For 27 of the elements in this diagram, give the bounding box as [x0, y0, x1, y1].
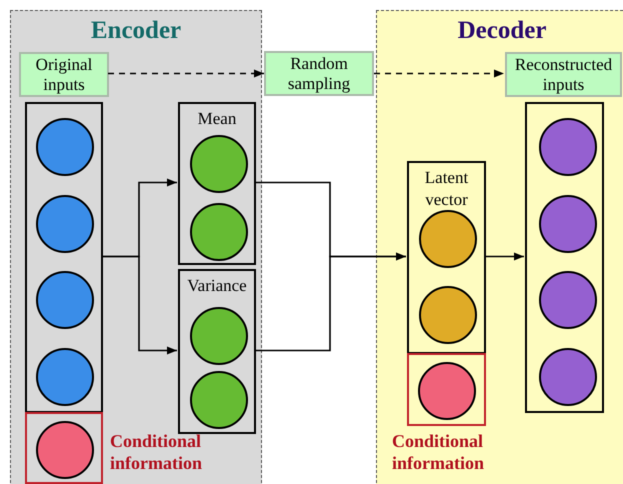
layer-box	[25, 102, 103, 413]
label-box	[19, 52, 109, 97]
box-label: Mean	[198, 108, 236, 130]
box-label: Original inputs	[34, 54, 94, 94]
decoder-panel	[376, 10, 623, 484]
arrow	[485, 252, 524, 260]
condition-box	[407, 353, 486, 426]
box-label: Latent vector	[424, 167, 470, 211]
layer-box	[525, 102, 604, 413]
arrow	[102, 256, 177, 354]
condition-note: Conditional information	[392, 430, 485, 474]
panel-heading: Encoder	[90, 16, 182, 46]
arrow	[374, 70, 504, 78]
encoder-panel	[10, 10, 262, 484]
label-box	[264, 51, 374, 96]
label-box	[505, 52, 622, 97]
arrow	[108, 70, 264, 78]
box-label: Reconstructed inputs	[514, 54, 614, 94]
condition-box	[25, 412, 103, 484]
arrow	[255, 252, 406, 352]
condition-note: Conditional information	[110, 430, 203, 474]
box-label: Variance	[187, 275, 247, 297]
layer-box	[407, 161, 486, 354]
box-label: Random sampling	[286, 54, 352, 94]
layer-box	[178, 269, 256, 434]
layer-box	[178, 102, 256, 265]
panel-heading: Decoder	[458, 16, 546, 46]
